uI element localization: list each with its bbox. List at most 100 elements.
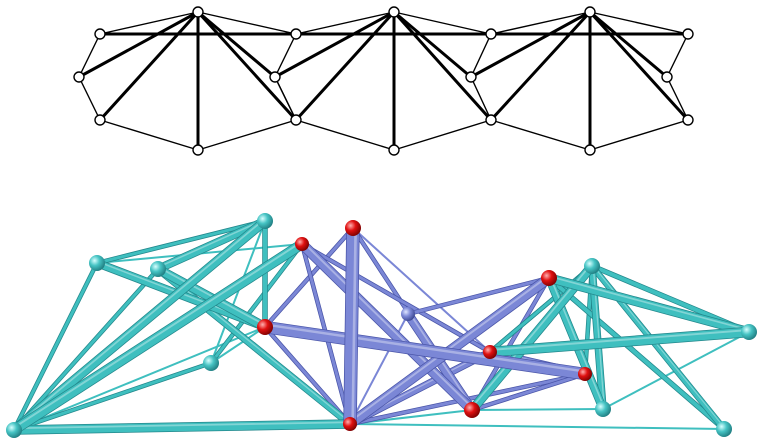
sphere-blue-b1 [401, 307, 415, 321]
tube-body [209, 242, 304, 365]
planar-graph-edges [77, 10, 690, 152]
edge-b3-m3 [490, 119, 591, 151]
tube-body [547, 276, 726, 431]
vertex-m2 [388, 144, 400, 156]
tube-t4-r2 [208, 241, 305, 366]
tube-highlight [158, 267, 352, 424]
vertex-p5 [485, 28, 497, 40]
3d-graph-edges [8, 216, 755, 436]
vertex-r3 [661, 71, 673, 83]
vertex-l1 [73, 71, 85, 83]
planar-graph-drawing [73, 6, 694, 156]
edge-r2-b3 [470, 76, 492, 121]
edge-p1-p2 [99, 11, 199, 35]
tube-body [406, 276, 551, 316]
tube-highlight [548, 275, 751, 332]
edge-p2-b1 [98, 10, 200, 122]
vertex-m3 [584, 144, 596, 156]
edge-l2-b2 [274, 76, 297, 121]
vertex-b1 [94, 114, 106, 126]
tube-r4-t9 [349, 423, 725, 430]
tube-highlight [351, 226, 357, 426]
edge-p6-l3 [469, 10, 592, 79]
edge-b2-m2 [295, 119, 395, 151]
tube-t5-t1 [9, 216, 270, 435]
vertex-b2 [290, 114, 302, 126]
sphere-teal-t1 [257, 213, 273, 229]
tube-t5-t4 [11, 360, 214, 433]
tube-t4-r3 [210, 326, 266, 364]
tube-highlight [264, 323, 587, 373]
sphere-teal-t2 [89, 255, 105, 271]
sphere-red-r3 [257, 319, 273, 335]
tube-body [297, 239, 477, 415]
edge-p1-l1 [78, 33, 101, 78]
tube-r2-r8 [296, 238, 478, 416]
edge-b4-r3 [666, 76, 689, 121]
tube-body [300, 242, 492, 354]
sphere-teal-t3 [150, 261, 166, 277]
vertex-r1 [269, 71, 281, 83]
edge-l1-b1 [78, 76, 101, 121]
vertex-p1 [94, 28, 106, 40]
edge-p4-p5 [393, 11, 492, 35]
3d-graph-nodes [6, 213, 757, 438]
edge-p6-p7 [589, 11, 689, 35]
sphere-teal-t9 [716, 421, 732, 437]
tube-body [10, 217, 269, 434]
vertex-p7 [682, 28, 694, 40]
tube-t2-t1 [94, 218, 268, 266]
tube-r2-r6 [299, 241, 493, 355]
tube-body [344, 222, 359, 430]
vertex-m1 [192, 144, 204, 156]
tube-body [468, 262, 596, 414]
sphere-teal-t5 [6, 422, 22, 438]
sphere-red-r8 [464, 402, 480, 418]
tube-t5-r4 [9, 419, 355, 435]
tube-body [485, 327, 754, 357]
vertex-r2 [465, 71, 477, 83]
vertex-b4 [682, 114, 694, 126]
edge-p4-b3 [392, 10, 493, 122]
tube-highlight [11, 241, 302, 430]
sphere-red-r1 [345, 220, 361, 236]
tube-body [12, 267, 160, 432]
tube-body [154, 217, 269, 273]
sphere-teal-t6 [584, 258, 600, 274]
tube-t5-t3 [11, 266, 161, 433]
tube-body [9, 239, 307, 435]
sphere-red-r7 [578, 367, 592, 381]
edge-p4-r2 [392, 10, 473, 79]
tube-r1-r6 [352, 227, 491, 353]
tube-t3-t1 [153, 216, 270, 274]
tube-r6-t7 [484, 326, 755, 358]
tube-body [210, 326, 266, 364]
edge-p6-b4 [588, 10, 690, 122]
vertex-p4 [388, 6, 400, 18]
tube-t2-t5 [11, 260, 100, 433]
tube-body [352, 227, 491, 353]
edge-p2-p3 [197, 11, 297, 35]
edge-p3-r1 [274, 33, 297, 78]
edge-p5-r2 [470, 33, 492, 78]
sphere-teal-t8 [595, 401, 611, 417]
edge-p4-b2 [294, 10, 396, 122]
tube-body [545, 274, 753, 336]
tube-r1-r4 [343, 221, 360, 431]
tube-r5-t9 [546, 275, 727, 432]
tube-r8-t8 [471, 408, 604, 411]
tube-highlight [156, 218, 266, 269]
sphere-teal-t7 [741, 324, 757, 340]
edge-m1-b2 [197, 119, 297, 151]
tube-body [470, 372, 587, 412]
tube-body [210, 220, 266, 364]
sphere-red-r4 [343, 417, 357, 431]
tube-body [12, 361, 213, 432]
vertex-p3 [290, 28, 302, 40]
edge-p5-p6 [490, 11, 591, 35]
edge-p6-b3 [489, 10, 592, 122]
tube-body [95, 219, 267, 265]
tube-body [12, 261, 99, 432]
edge-p2-l1 [77, 10, 200, 79]
